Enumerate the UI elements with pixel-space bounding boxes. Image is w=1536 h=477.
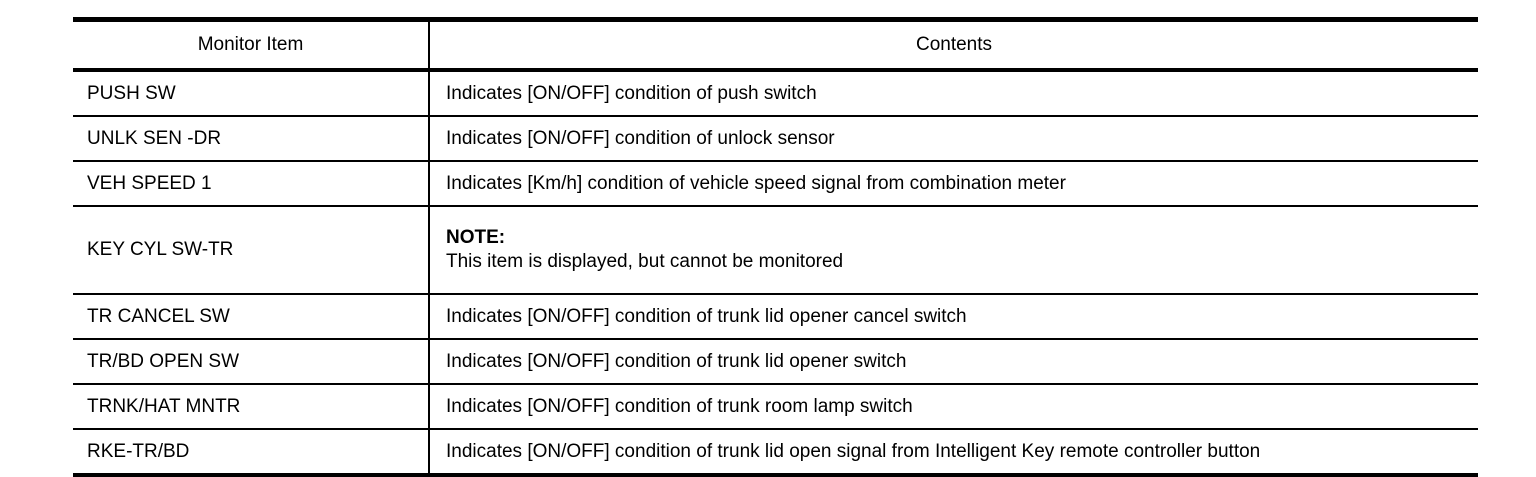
cell-contents: Indicates [Km/h] condition of vehicle sp… bbox=[429, 161, 1478, 207]
note-label: NOTE: bbox=[446, 227, 506, 249]
column-header-contents: Contents bbox=[429, 17, 1478, 72]
cell-contents: Indicates [ON/OFF] condition of trunk li… bbox=[429, 429, 1478, 477]
cell-monitor-item: KEY CYL SW-TR bbox=[73, 206, 430, 295]
cell-monitor-item: RKE-TR/BD bbox=[73, 429, 430, 477]
cell-contents: Indicates [ON/OFF] condition of trunk li… bbox=[429, 339, 1478, 385]
page-canvas: Monitor Item Contents PUSH SW Indicates … bbox=[73, 17, 1478, 477]
monitor-item-table: Monitor Item Contents PUSH SW Indicates … bbox=[73, 17, 1478, 477]
cell-monitor-item: UNLK SEN -DR bbox=[73, 116, 430, 162]
cell-monitor-item: TRNK/HAT MNTR bbox=[73, 384, 430, 430]
cell-contents-note: NOTE: This item is displayed, but cannot… bbox=[429, 206, 1478, 295]
cell-contents: Indicates [ON/OFF] condition of trunk li… bbox=[429, 294, 1478, 340]
column-header-monitor-item: Monitor Item bbox=[73, 17, 430, 72]
table-row: TRNK/HAT MNTR Indicates [ON/OFF] conditi… bbox=[73, 384, 1478, 430]
table-header-row: Monitor Item Contents bbox=[73, 17, 1478, 72]
cell-contents: Indicates [ON/OFF] condition of unlock s… bbox=[429, 116, 1478, 162]
table-header: Monitor Item Contents bbox=[73, 17, 1478, 72]
table-row: RKE-TR/BD Indicates [ON/OFF] condition o… bbox=[73, 429, 1478, 477]
table-row: TR CANCEL SW Indicates [ON/OFF] conditio… bbox=[73, 294, 1478, 340]
table-row: PUSH SW Indicates [ON/OFF] condition of … bbox=[73, 70, 1478, 117]
cell-contents: Indicates [ON/OFF] condition of trunk ro… bbox=[429, 384, 1478, 430]
cell-monitor-item: TR CANCEL SW bbox=[73, 294, 430, 340]
cell-contents: Indicates [ON/OFF] condition of push swi… bbox=[429, 70, 1478, 117]
cell-monitor-item: TR/BD OPEN SW bbox=[73, 339, 430, 385]
note-text: This item is displayed, but cannot be mo… bbox=[446, 251, 844, 272]
table-row-note: KEY CYL SW-TR NOTE: This item is display… bbox=[73, 206, 1478, 295]
table-row: VEH SPEED 1 Indicates [Km/h] condition o… bbox=[73, 161, 1478, 207]
cell-monitor-item: PUSH SW bbox=[73, 70, 430, 117]
table-body: PUSH SW Indicates [ON/OFF] condition of … bbox=[73, 70, 1478, 477]
table-row: TR/BD OPEN SW Indicates [ON/OFF] conditi… bbox=[73, 339, 1478, 385]
cell-monitor-item: VEH SPEED 1 bbox=[73, 161, 430, 207]
table-row: UNLK SEN -DR Indicates [ON/OFF] conditio… bbox=[73, 116, 1478, 162]
